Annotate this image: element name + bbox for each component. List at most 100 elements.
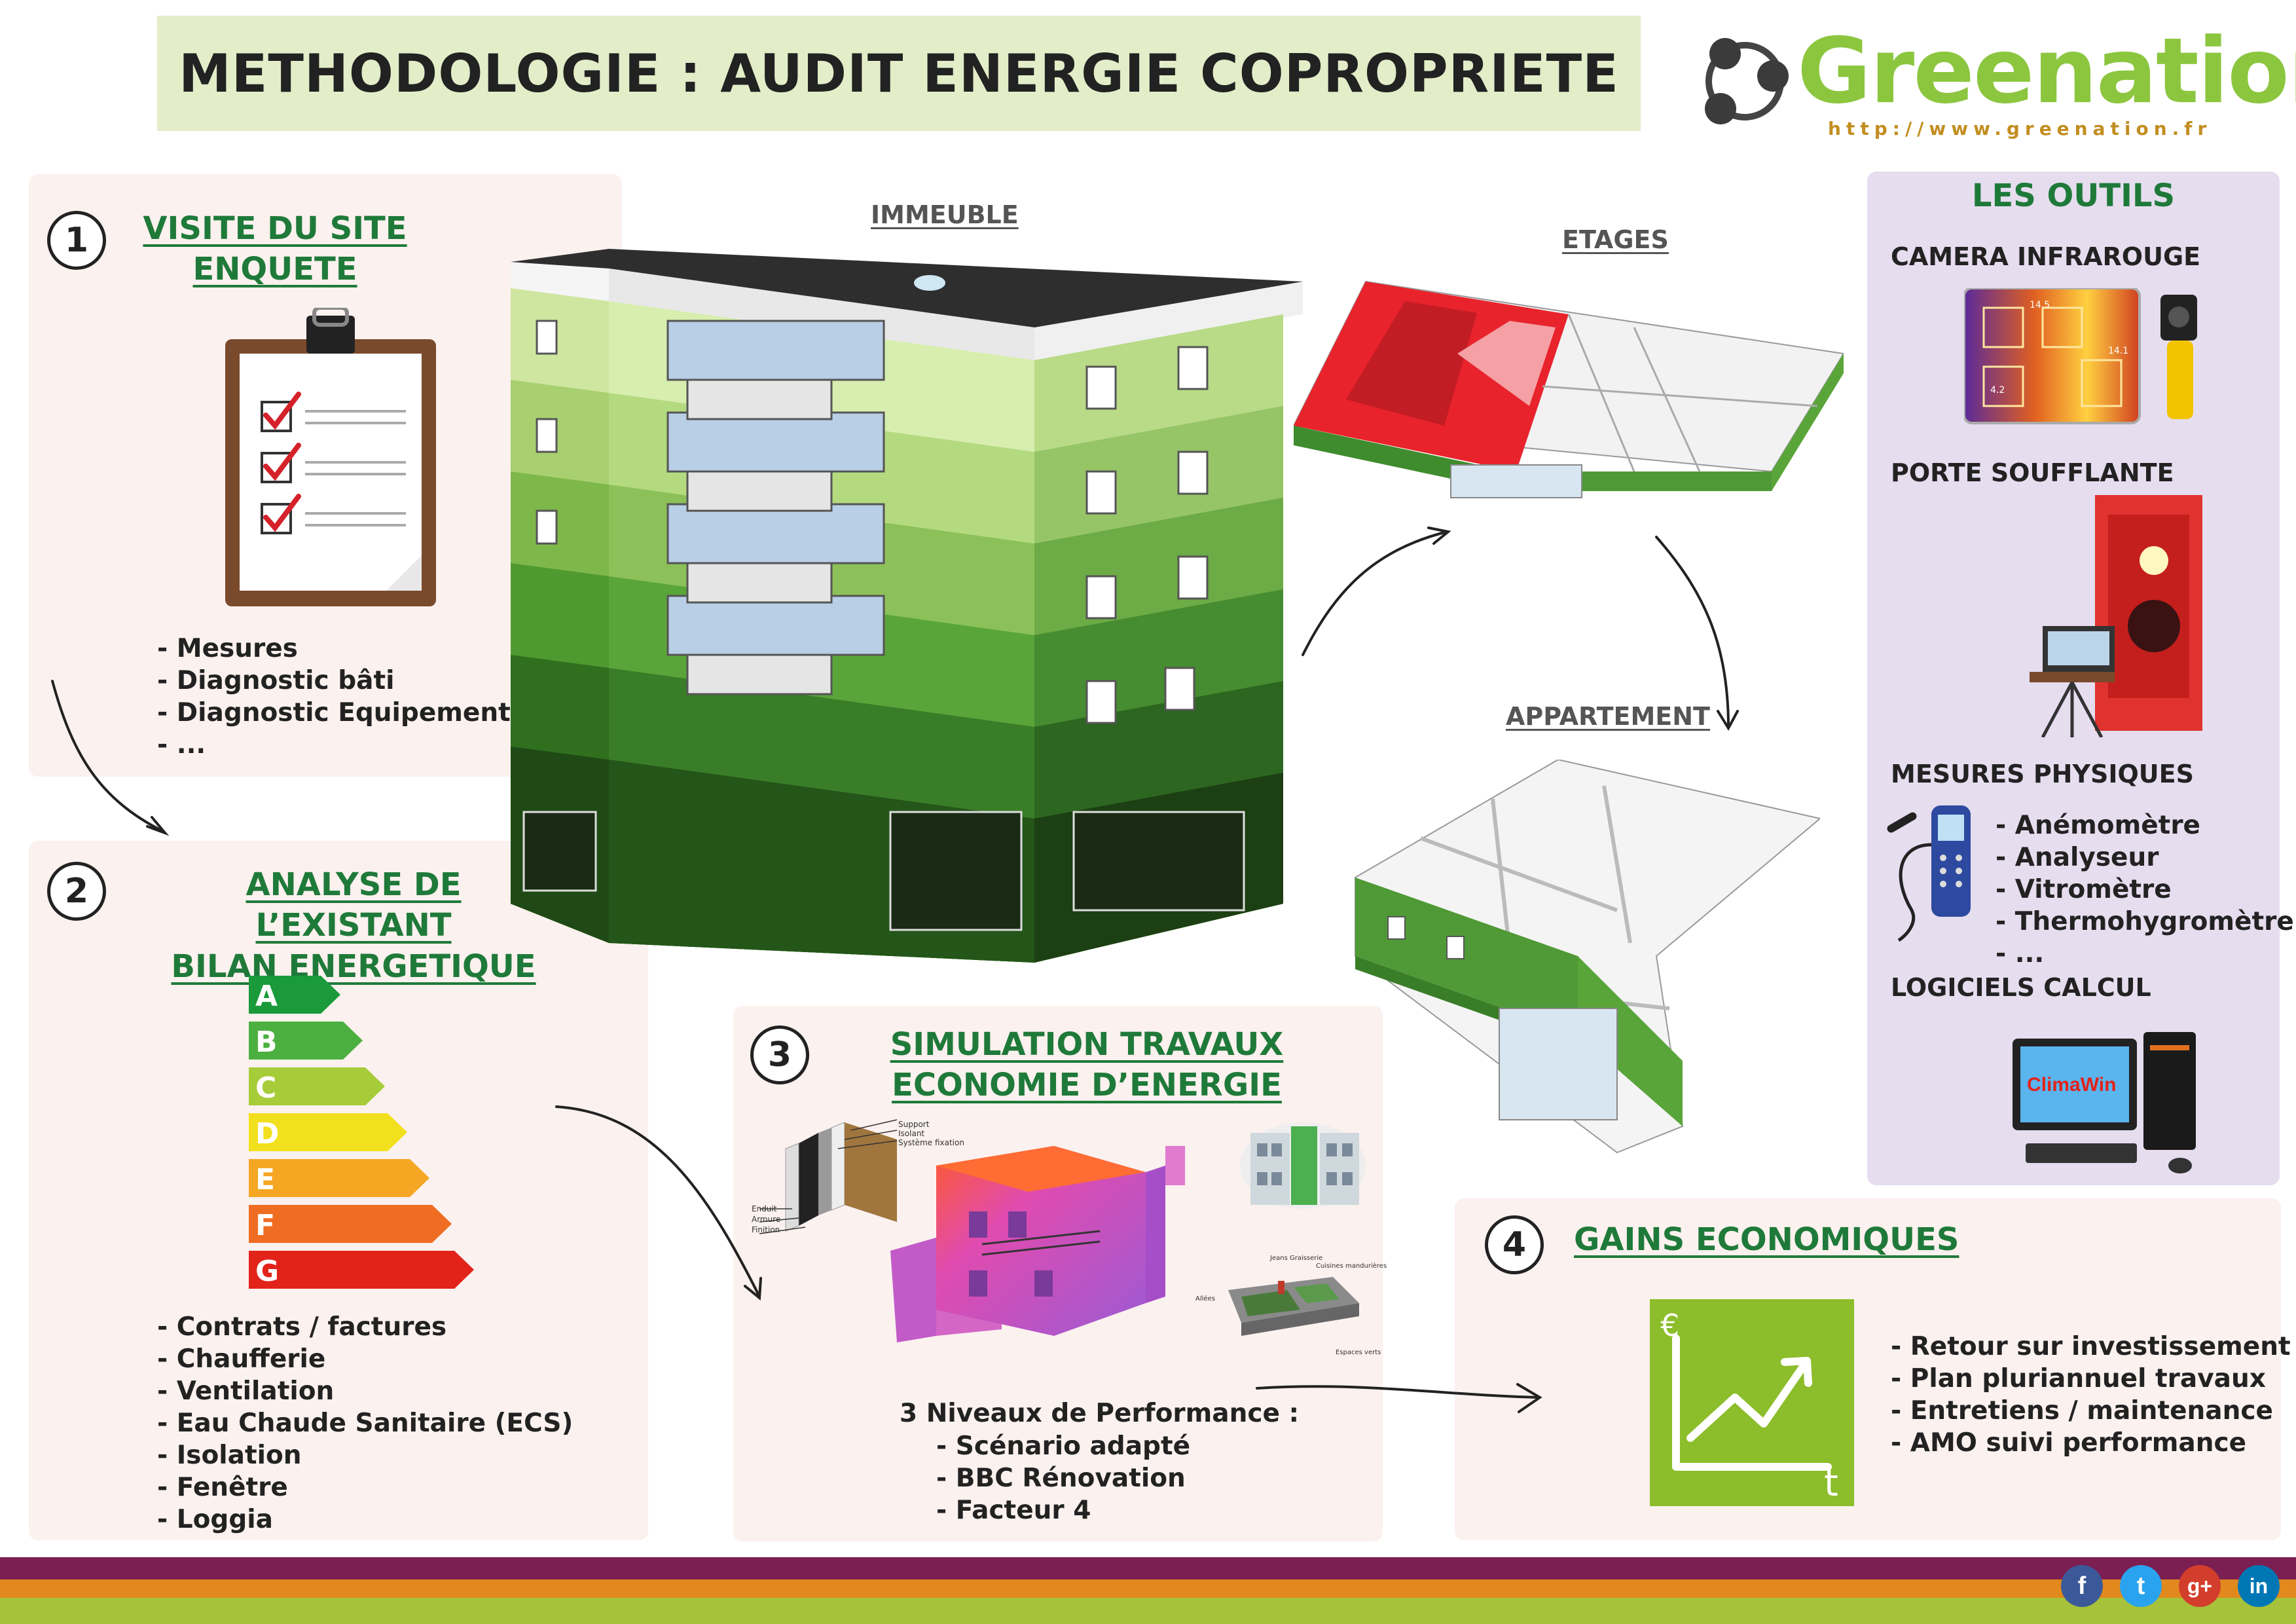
building-3d-model-icon: [511, 249, 1303, 963]
footer-band-purple: [0, 1557, 2296, 1579]
brand-name: Greenation: [1797, 18, 2296, 124]
step3-title-line1: SIMULATION TRAVAUX: [890, 1026, 1284, 1063]
energy-band-c: [249, 1067, 385, 1105]
energy-band-g: [249, 1251, 474, 1289]
list-item: - Thermohygromètre: [1995, 907, 2294, 936]
list-item: - BBC Rénovation: [936, 1464, 1186, 1493]
list-item: - Entretiens / maintenance: [1891, 1396, 2273, 1426]
growth-chart-icon: € t: [1650, 1299, 1854, 1506]
infrared-camera-icon: 14.5 14.1 4.2: [1964, 288, 2197, 424]
step4-title: GAINS ECONOMIQUES: [1574, 1221, 1959, 1258]
list-item: - Diagnostic bâti: [157, 666, 395, 695]
step2-title-line2: BILAN ENERGETIQUE: [171, 948, 536, 985]
list-item: - Ventilation: [157, 1376, 335, 1406]
roof-label: Allées: [1195, 1295, 1215, 1302]
step3-list: - Scénario adapté - BBC Rénovation - Fac…: [936, 1430, 1190, 1526]
apartment-3d-icon: [1355, 760, 1820, 1154]
step4-panel: [1455, 1198, 2281, 1540]
list-item: - AMO suivi performance: [1891, 1428, 2247, 1458]
roof-label: Cuisines mandurières: [1316, 1263, 1387, 1270]
clipboard-checklist-icon: [225, 308, 436, 606]
list-item: - Mesures: [157, 634, 298, 663]
wall-labels-right: Support Isolant Système fixation: [898, 1120, 964, 1147]
list-item: - Facteur 4: [936, 1496, 1091, 1525]
brand-url[interactable]: http://www.greenation.fr: [1828, 118, 2212, 139]
step3-title: SIMULATION TRAVAUX ECONOMIE D’ENERGIE: [877, 1024, 1296, 1106]
energy-letter-b: B: [255, 1025, 278, 1059]
wall-insulation-layers-icon: [759, 1119, 898, 1234]
floor-plan-3d-icon: [1294, 280, 1844, 498]
roof-label: Espaces verts: [1336, 1349, 1381, 1356]
arrow-head-icon: [1427, 526, 1451, 545]
mesures-list: - Anémomètre - Analyseur - Vitromètre - …: [1995, 809, 2294, 970]
energy-letter-d: D: [255, 1117, 280, 1151]
energy-band-f: [249, 1205, 452, 1243]
green-facade-icon: [1240, 1122, 1366, 1209]
energy-letter-g: G: [255, 1255, 279, 1288]
tool-camera-label: CAMERA INFRAROUGE: [1891, 242, 2201, 271]
ir-reading: 14.5: [2030, 300, 2050, 310]
list-item: - ...: [1995, 939, 2045, 969]
energy-letter-f: F: [255, 1209, 275, 1242]
step1-title-line1: VISITE DU SITE: [143, 210, 407, 247]
list-item: - Contrats / factures: [157, 1312, 447, 1342]
arrow-building-to-etages: [1302, 530, 1448, 656]
list-item: - Plan pluriannuel travaux: [1891, 1364, 2266, 1393]
list-item: - Isolation: [157, 1441, 302, 1470]
energy-letter-a: A: [255, 980, 278, 1013]
thermal-house-model-icon: [890, 1146, 1185, 1342]
software-name: ClimaWin: [2027, 1074, 2116, 1096]
footer-band-lime: [0, 1598, 2296, 1624]
list-item: - Loggia: [157, 1505, 273, 1534]
list-item: - ...: [157, 730, 206, 760]
list-item: - Vitromètre: [1995, 875, 2172, 904]
list-item: - Retour sur investissement: [1891, 1332, 2291, 1361]
computer-software-icon: ClimaWin: [2013, 1032, 2196, 1173]
linkedin-icon[interactable]: in: [2238, 1565, 2280, 1607]
energy-letter-e: E: [255, 1163, 275, 1196]
energy-band-b: [249, 1022, 363, 1060]
step2-title-line1: ANALYSE DE L’EXISTANT: [246, 866, 462, 944]
arrow-etages-to-appartement: [1655, 536, 1730, 728]
step4-list: - Retour sur investissement - Plan pluri…: [1891, 1331, 2291, 1459]
energy-band-a: [249, 976, 340, 1014]
footer-band-orange: [0, 1579, 2296, 1598]
step3-number: 3: [750, 1025, 809, 1084]
twitter-icon[interactable]: t: [2120, 1565, 2162, 1607]
step1-list: - Mesures - Diagnostic bâti - Diagnostic…: [157, 633, 526, 761]
green-roof-plan-icon: [1228, 1277, 1359, 1336]
blower-door-icon: [2030, 495, 2202, 737]
facebook-icon[interactable]: f: [2061, 1565, 2103, 1607]
wall-labels-left: Enduit Armure Finition: [752, 1204, 781, 1234]
tool-porte-label: PORTE SOUFFLANTE: [1891, 458, 2174, 487]
ir-reading: 4.2: [1990, 385, 2005, 396]
step2-list: - Contrats / factures - Chaufferie - Ven…: [157, 1311, 573, 1536]
step4-number: 4: [1485, 1215, 1544, 1274]
step3-intro: 3 Niveaux de Performance :: [900, 1399, 1300, 1428]
page-title: METHODOLOGIE : AUDIT ENERGIE COPROPRIETE: [179, 43, 1619, 104]
step2-title: ANALYSE DE L’EXISTANT BILAN ENERGETIQUE: [144, 864, 563, 987]
list-item: - Eau Chaude Sanitaire (ECS): [157, 1409, 574, 1438]
arrow-head-icon: [1717, 710, 1739, 731]
immeuble-label: IMMEUBLE: [871, 200, 1019, 229]
title-banner: [157, 16, 1641, 131]
chart-time-label: t: [1824, 1462, 1838, 1505]
google-plus-icon[interactable]: g+: [2179, 1565, 2221, 1607]
list-item: - Diagnostic Equipements: [157, 698, 526, 728]
step1-title-line2: ENQUETE: [192, 251, 357, 288]
list-item: - Fenêtre: [157, 1473, 288, 1502]
tool-logiciels-label: LOGICIELS CALCUL: [1891, 973, 2151, 1002]
roof-label: Jeans Graisserie: [1270, 1255, 1323, 1262]
anemometer-icon: [1887, 805, 1971, 942]
list-item: - Scénario adapté: [936, 1431, 1191, 1461]
step2-number: 2: [47, 862, 106, 921]
energy-letter-c: C: [255, 1071, 276, 1105]
chart-currency-label: €: [1660, 1308, 1679, 1343]
list-item: - Analyseur: [1995, 843, 2159, 872]
step1-title: VISITE DU SITE ENQUETE: [118, 208, 432, 290]
arrow-head-icon: [146, 816, 170, 836]
tool-mesures-label: MESURES PHYSIQUES: [1891, 760, 2194, 788]
greenation-logo-icon: [1705, 38, 1789, 124]
etages-label: ETAGES: [1562, 225, 1669, 254]
